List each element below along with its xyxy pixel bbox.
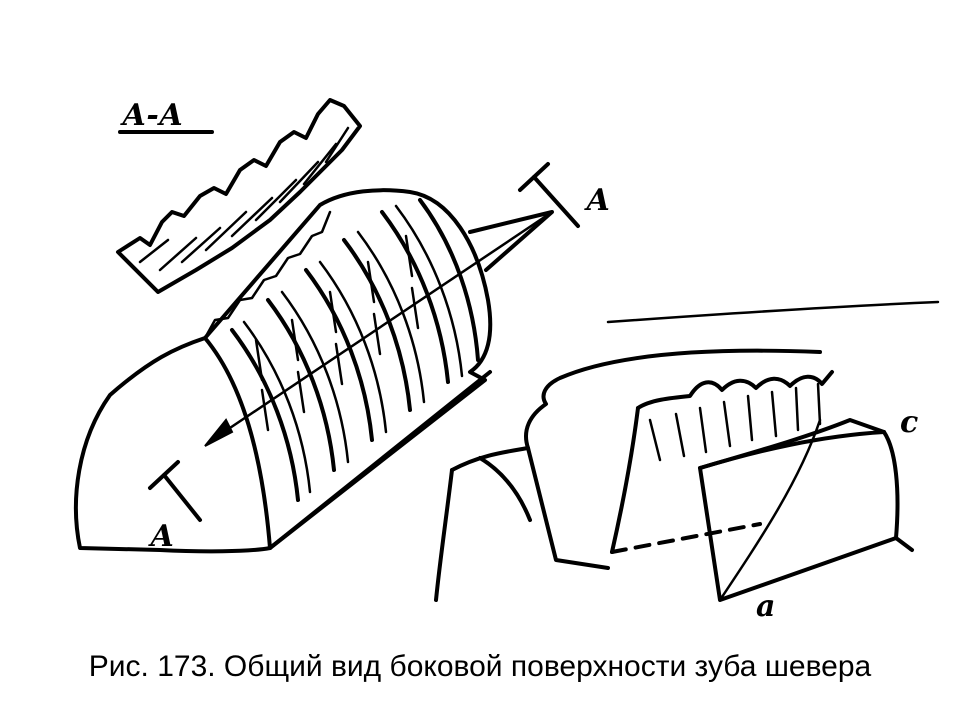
cut-label-bottom: А	[148, 519, 174, 554]
shaver-tooth-drawing: А-А А	[74, 98, 940, 624]
axis-arrow	[204, 210, 554, 447]
section-label: А-А	[120, 98, 183, 133]
point-label-c: c	[900, 405, 918, 440]
section-profile	[116, 98, 362, 294]
tooth-detail: c a	[434, 300, 940, 624]
cut-mark-top: А	[518, 162, 610, 228]
shaver-cylinder	[74, 188, 493, 554]
section-label-group: А-А	[118, 98, 214, 134]
cut-mark-bottom: А	[148, 460, 202, 554]
point-label-a: a	[756, 589, 775, 624]
figure-caption: Рис. 173. Общий вид боковой поверхности …	[88, 650, 872, 683]
cut-label-top: А	[584, 183, 610, 218]
